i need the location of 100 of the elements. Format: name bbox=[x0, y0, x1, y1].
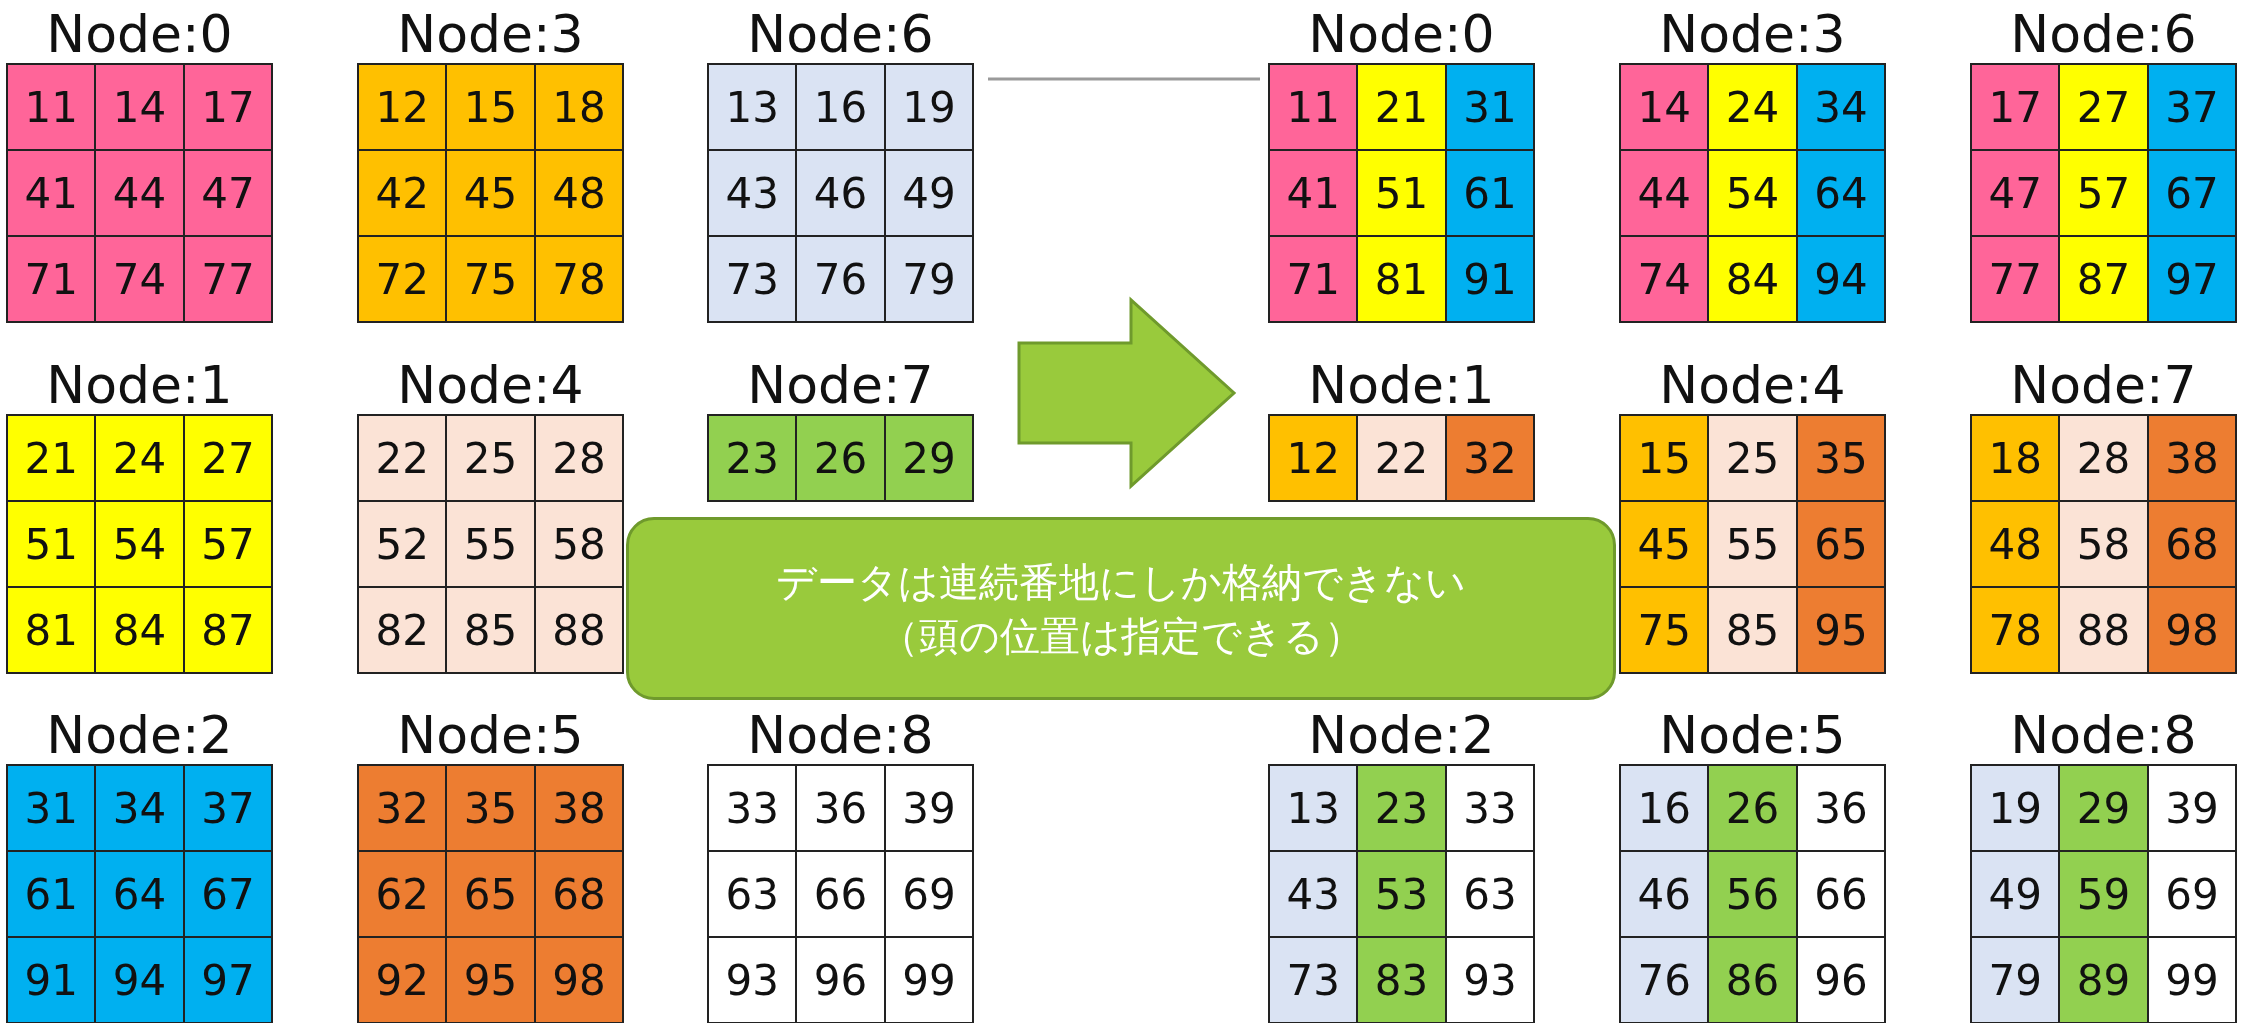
grid-cell: 15 bbox=[1619, 414, 1710, 502]
grid-cell: 11 bbox=[6, 63, 97, 151]
grid-cell: 35 bbox=[1795, 414, 1887, 502]
grid-cell: 71 bbox=[6, 235, 97, 323]
grid-cell: 67 bbox=[2146, 149, 2238, 237]
grid-cell: 58 bbox=[533, 500, 625, 588]
grid-cell: 44 bbox=[1619, 149, 1710, 237]
grid-cell: 95 bbox=[1795, 586, 1887, 674]
grid-cell: 13 bbox=[707, 63, 798, 151]
grid-cell: 29 bbox=[883, 414, 975, 502]
grid-cell: 64 bbox=[94, 850, 185, 938]
grid-cell: 83 bbox=[1356, 936, 1447, 1023]
grid-title: Node:6 bbox=[2009, 3, 2198, 65]
grid-cell: 85 bbox=[445, 586, 536, 674]
grid-cell: 74 bbox=[94, 235, 185, 323]
grid-cell: 55 bbox=[445, 500, 536, 588]
grid-cell: 19 bbox=[883, 63, 975, 151]
grid-cell: 75 bbox=[445, 235, 536, 323]
grid-cell: 41 bbox=[1268, 149, 1359, 237]
grid-cell: 84 bbox=[94, 586, 185, 674]
grid-cell: 37 bbox=[182, 764, 274, 852]
grid-cell: 46 bbox=[1619, 850, 1710, 938]
grid-cell: 27 bbox=[182, 414, 274, 502]
grid-title: Node:8 bbox=[2009, 704, 2198, 766]
grid-title: Node:0 bbox=[1307, 3, 1496, 65]
grid-cell: 34 bbox=[94, 764, 185, 852]
grid-cell: 97 bbox=[2146, 235, 2238, 323]
grid-cell: 46 bbox=[795, 149, 886, 237]
grid-cell: 45 bbox=[1619, 500, 1710, 588]
grid-cell: 81 bbox=[6, 586, 97, 674]
grid-cell: 29 bbox=[2058, 764, 2149, 852]
grid-cell: 45 bbox=[445, 149, 536, 237]
grid-cell: 88 bbox=[2058, 586, 2149, 674]
grid-cell: 12 bbox=[1268, 414, 1359, 502]
grid-cell: 35 bbox=[445, 764, 536, 852]
grid-cell: 57 bbox=[2058, 149, 2149, 237]
grid-cell: 39 bbox=[2146, 764, 2238, 852]
grid-cell: 17 bbox=[1970, 63, 2061, 151]
grid-cell: 76 bbox=[795, 235, 886, 323]
grid-cell: 18 bbox=[533, 63, 625, 151]
grid-cell: 89 bbox=[2058, 936, 2149, 1023]
grid-cell: 48 bbox=[1970, 500, 2061, 588]
grid-cell: 36 bbox=[1795, 764, 1887, 852]
grid-title: Node:8 bbox=[746, 704, 935, 766]
grid-cell: 58 bbox=[2058, 500, 2149, 588]
grid-cell: 53 bbox=[1356, 850, 1447, 938]
grid-cell: 24 bbox=[94, 414, 185, 502]
grid-cell: 74 bbox=[1619, 235, 1710, 323]
grid-cell: 37 bbox=[2146, 63, 2238, 151]
grid-title: Node:4 bbox=[1658, 354, 1847, 416]
grid-cell: 95 bbox=[445, 936, 536, 1023]
grid-cell: 78 bbox=[1970, 586, 2061, 674]
grid-cell: 25 bbox=[445, 414, 536, 502]
grid-cell: 26 bbox=[1707, 764, 1798, 852]
grid-cell: 13 bbox=[1268, 764, 1359, 852]
grid-cell: 98 bbox=[2146, 586, 2238, 674]
grid-cell: 52 bbox=[357, 500, 448, 588]
grid-cell: 86 bbox=[1707, 936, 1798, 1023]
grid-cell: 67 bbox=[182, 850, 274, 938]
grid-cell: 94 bbox=[94, 936, 185, 1023]
grid-cell: 51 bbox=[6, 500, 97, 588]
grid-cell: 76 bbox=[1619, 936, 1710, 1023]
grid-cell: 61 bbox=[1444, 149, 1536, 237]
grid-cell: 61 bbox=[6, 850, 97, 938]
grid-cell: 14 bbox=[94, 63, 185, 151]
grid-cell: 39 bbox=[883, 764, 975, 852]
grid-cell: 32 bbox=[1444, 414, 1536, 502]
grid-cell: 75 bbox=[1619, 586, 1710, 674]
grid-cell: 77 bbox=[1970, 235, 2061, 323]
grid-cell: 54 bbox=[94, 500, 185, 588]
grid-cell: 99 bbox=[2146, 936, 2238, 1023]
grid-cell: 23 bbox=[1356, 764, 1447, 852]
grid-cell: 22 bbox=[1356, 414, 1447, 502]
grid-cell: 85 bbox=[1707, 586, 1798, 674]
grid-cell: 16 bbox=[1619, 764, 1710, 852]
grid-cell: 23 bbox=[707, 414, 798, 502]
grid-cell: 82 bbox=[357, 586, 448, 674]
grid-cell: 81 bbox=[1356, 235, 1447, 323]
grid-cell: 33 bbox=[1444, 764, 1536, 852]
grid-cell: 73 bbox=[1268, 936, 1359, 1023]
grid-cell: 79 bbox=[1970, 936, 2061, 1023]
grid-cell: 68 bbox=[2146, 500, 2238, 588]
grid-cell: 44 bbox=[94, 149, 185, 237]
grid-cell: 43 bbox=[1268, 850, 1359, 938]
grid-cell: 19 bbox=[1970, 764, 2061, 852]
grid-cell: 42 bbox=[357, 149, 448, 237]
grid-cell: 64 bbox=[1795, 149, 1887, 237]
grid-title: Node:7 bbox=[2009, 354, 2198, 416]
grid-cell: 96 bbox=[1795, 936, 1887, 1023]
grid-cell: 93 bbox=[1444, 936, 1536, 1023]
grid-cell: 38 bbox=[533, 764, 625, 852]
grid-title: Node:6 bbox=[746, 3, 935, 65]
grid-cell: 21 bbox=[1356, 63, 1447, 151]
grid-cell: 94 bbox=[1795, 235, 1887, 323]
grid-cell: 87 bbox=[182, 586, 274, 674]
grid-cell: 16 bbox=[795, 63, 886, 151]
grid-cell: 12 bbox=[357, 63, 448, 151]
grid-cell: 27 bbox=[2058, 63, 2149, 151]
callout-text: データは連続番地にしか格納できない bbox=[776, 557, 1466, 607]
grid-cell: 32 bbox=[357, 764, 448, 852]
